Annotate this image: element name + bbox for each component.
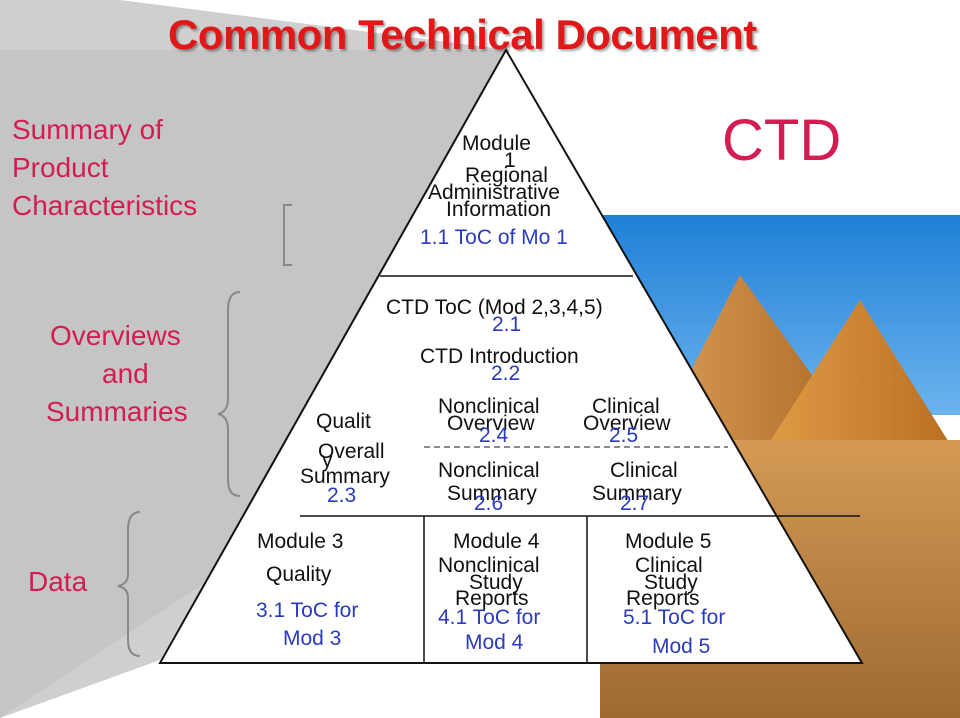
clinical-summary-number: 2.7 bbox=[620, 492, 650, 515]
module1-line-2: Administrative bbox=[428, 181, 560, 204]
quality-overall-b: y bbox=[322, 449, 333, 472]
module4-toc-b: Mod 4 bbox=[465, 631, 524, 654]
data-label: Data bbox=[28, 566, 88, 597]
module1-toc: 1.1 ToC of Mo 1 bbox=[420, 226, 568, 249]
clinical-overview-number: 2.5 bbox=[609, 424, 639, 447]
module5-toc-a: 5.1 ToC for bbox=[623, 606, 726, 629]
summary-label-2: Product bbox=[12, 152, 109, 183]
summary-label-3: Characteristics bbox=[12, 190, 198, 221]
module1-number: 1 bbox=[504, 149, 516, 172]
module4-line-2: Study bbox=[469, 571, 523, 594]
overviews-label-3: Summaries bbox=[46, 396, 188, 427]
module1-line-3: Information bbox=[446, 198, 552, 221]
ctd-introduction-number: 2.2 bbox=[491, 362, 521, 385]
nonclinical-overview-number: 2.4 bbox=[479, 424, 509, 447]
quality-overall-a: Qualit bbox=[316, 410, 371, 433]
ctd-pyramid bbox=[158, 47, 864, 664]
bracket-data bbox=[117, 511, 141, 657]
module5-name: Module 5 bbox=[625, 530, 712, 553]
quality-overall-number: 2.3 bbox=[327, 484, 357, 507]
module3-sub: Quality bbox=[266, 563, 332, 586]
clinical-summary-a: Clinical bbox=[610, 459, 678, 482]
clinical-overview-b: Overview bbox=[583, 412, 671, 435]
module5-toc-b: Mod 5 bbox=[652, 635, 711, 658]
quality-overall-c: Overall bbox=[318, 440, 385, 463]
ctd-introduction: CTD Introduction bbox=[420, 345, 579, 368]
clinical-summary-b: Summary bbox=[592, 482, 682, 505]
module4-line-1: Nonclinical bbox=[438, 554, 540, 577]
page-title: Common Technical Document bbox=[168, 11, 757, 58]
module5-line-1: Clinical bbox=[635, 554, 703, 577]
nonclinical-summary-b: Summary bbox=[447, 482, 537, 505]
ctd-toc: CTD ToC (Mod 2,3,4,5) bbox=[386, 296, 603, 319]
module3-name: Module 3 bbox=[257, 530, 344, 553]
nonclinical-summary-number: 2.6 bbox=[474, 492, 504, 515]
bracket-overviews bbox=[217, 291, 241, 497]
nonclinical-overview-a: Nonclinical bbox=[438, 395, 540, 418]
module1-name: Module bbox=[462, 132, 531, 155]
bracket-summary bbox=[283, 204, 292, 266]
module5-line-3: Reports bbox=[626, 587, 700, 610]
ctd-label: CTD bbox=[722, 108, 842, 173]
module5-line-2: Study bbox=[644, 571, 698, 594]
overviews-label-2: and bbox=[102, 358, 149, 389]
module4-line-3: Reports bbox=[455, 587, 529, 610]
module3-toc-b: Mod 3 bbox=[283, 627, 342, 650]
overviews-label-1: Overviews bbox=[50, 320, 181, 351]
nonclinical-summary-a: Nonclinical bbox=[438, 459, 540, 482]
nonclinical-overview-b: Overview bbox=[447, 412, 535, 435]
module4-toc-a: 4.1 ToC for bbox=[438, 606, 541, 629]
module4-name: Module 4 bbox=[453, 530, 540, 553]
clinical-overview-a: Clinical bbox=[592, 395, 660, 418]
ctd-toc-number: 2.1 bbox=[492, 313, 522, 336]
module3-toc-a: 3.1 ToC for bbox=[256, 599, 359, 622]
module1-line-1: Regional bbox=[465, 164, 548, 187]
quality-overall-d: Summary bbox=[300, 465, 390, 488]
summary-label-1: Summary of bbox=[12, 114, 163, 145]
